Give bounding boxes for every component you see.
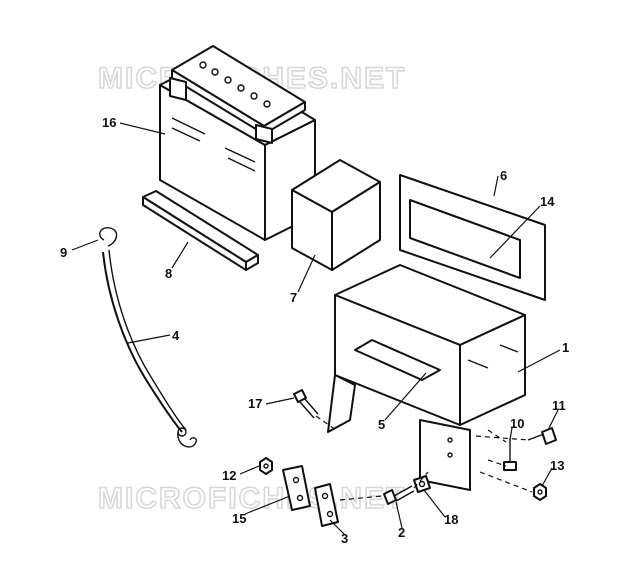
battery-box <box>327 174 546 491</box>
bolt-17 <box>293 389 319 419</box>
pad-14 <box>409 199 521 279</box>
strap-hook-bottom <box>177 431 198 448</box>
callout-3: 3 <box>341 531 348 546</box>
callout-1: 1 <box>562 340 569 355</box>
nut-12 <box>259 457 273 475</box>
callout-10: 10 <box>510 416 524 431</box>
callout-7: 7 <box>290 290 297 305</box>
callout-12: 12 <box>222 468 236 483</box>
callout-2: 2 <box>398 525 405 540</box>
plate-3 <box>314 483 339 527</box>
leader-lines <box>71 122 561 536</box>
foam-strip <box>142 190 259 271</box>
callout-18: 18 <box>444 512 458 527</box>
callout-13: 13 <box>550 458 564 473</box>
battery-strap <box>99 227 198 448</box>
callout-11: 11 <box>552 398 566 413</box>
box-mount-tab <box>327 374 356 433</box>
box-front-panel <box>459 314 526 426</box>
box-bracket <box>419 419 471 491</box>
callout-16: 16 <box>102 115 116 130</box>
nut-13 <box>533 483 547 501</box>
pad-5 <box>354 339 441 381</box>
callout-8: 8 <box>165 266 172 281</box>
washer-18 <box>413 475 431 493</box>
callout-6: 6 <box>500 168 507 183</box>
foam-block <box>291 159 381 271</box>
callout-17: 17 <box>248 396 262 411</box>
callout-15: 15 <box>232 511 246 526</box>
callout-14: 14 <box>540 194 555 209</box>
callout-9: 9 <box>60 245 67 260</box>
screw-10 <box>503 438 517 471</box>
callout-labels: 1 2 3 4 5 6 7 8 9 10 11 12 13 14 15 16 1… <box>60 115 569 546</box>
battery-caps <box>199 61 271 108</box>
battery-terminal-left <box>169 77 187 101</box>
bolt-2 <box>383 485 415 505</box>
battery <box>159 45 316 241</box>
callout-4: 4 <box>172 328 180 343</box>
callout-5: 5 <box>378 417 385 432</box>
strap-hook-top <box>99 227 118 247</box>
bolt-11 <box>527 427 557 445</box>
battery-terminal-right <box>255 124 273 144</box>
